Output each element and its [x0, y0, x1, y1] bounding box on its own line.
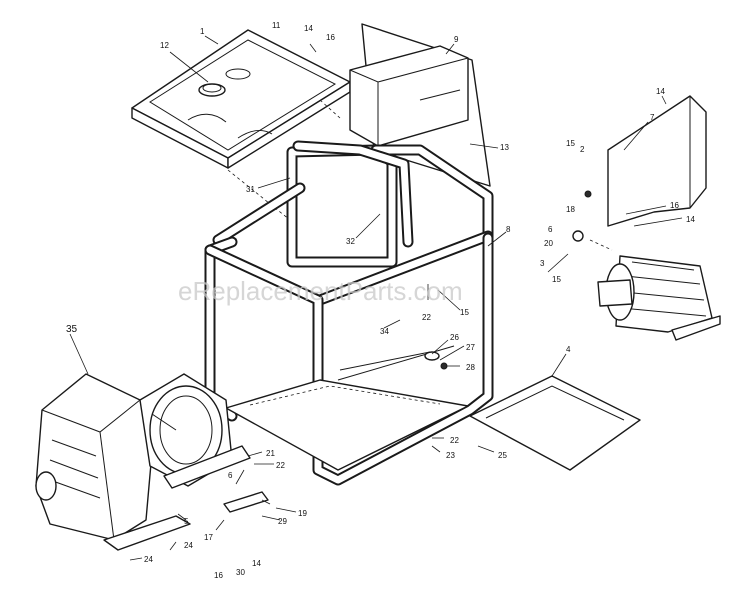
callout-20: 20: [544, 239, 553, 248]
callout-16-bot: 16: [214, 571, 223, 580]
callout-26: 26: [450, 333, 459, 342]
callout-6-eng: 6: [228, 471, 233, 480]
callout-28: 28: [466, 363, 475, 372]
callout-18: 18: [566, 205, 575, 214]
callout-17: 17: [204, 533, 213, 542]
alternator: [572, 95, 721, 341]
callout-14-top: 14: [304, 24, 313, 33]
callout-3: 3: [540, 259, 545, 268]
callout-22-eng: 22: [276, 461, 285, 470]
callout-31: 31: [246, 185, 255, 194]
callout-15-r2: 15: [552, 275, 561, 284]
callout-16-top: 16: [326, 33, 335, 42]
callout-14-bot: 14: [252, 559, 261, 568]
callout-19: 19: [298, 509, 307, 518]
fuel-tank: [131, 29, 351, 221]
callout-22-low: 22: [450, 436, 459, 445]
callout-13: 13: [500, 143, 509, 152]
callout-21: 21: [266, 449, 275, 458]
callout-1-tank: 1: [200, 27, 205, 36]
callout-29: 29: [278, 517, 287, 526]
callout-7: 7: [650, 113, 655, 122]
callout-9: 9: [454, 35, 459, 44]
callout-15-frame: 15: [460, 308, 469, 317]
callout-27: 27: [466, 343, 475, 352]
callout-4: 4: [566, 345, 571, 354]
callout-14-r: 14: [656, 87, 665, 96]
side-panel: [469, 375, 641, 471]
callout-32: 32: [346, 237, 355, 246]
control-panel: [349, 23, 491, 187]
fuel-cap: [198, 83, 226, 97]
callout-23: 23: [446, 451, 455, 460]
callout-2: 2: [580, 145, 585, 154]
frame: [204, 140, 494, 486]
callout-12: 12: [160, 41, 169, 50]
callout-35: 35: [66, 324, 78, 335]
callout-6-r: 6: [548, 225, 553, 234]
watermark-text: eReplacementParts.com: [178, 276, 463, 306]
callout-24-a: 24: [144, 555, 153, 564]
callout-8: 8: [506, 225, 511, 234]
callout-11: 11: [272, 21, 281, 30]
callout-5: 5: [184, 517, 189, 526]
callout-labels: 1 12 11 14 16 9 13 31 32 8 15 22 34 26 2…: [66, 21, 695, 580]
callout-34: 34: [380, 327, 389, 336]
callout-15-r: 15: [566, 139, 575, 148]
engine: [35, 373, 269, 551]
callout-30: 30: [236, 568, 245, 577]
callout-24-b: 24: [184, 541, 193, 550]
leader-lines: [69, 35, 683, 561]
callout-14-r2: 14: [686, 215, 695, 224]
callout-16-r: 16: [670, 201, 679, 210]
callout-22-mid: 22: [422, 313, 431, 322]
callout-25: 25: [498, 451, 507, 460]
